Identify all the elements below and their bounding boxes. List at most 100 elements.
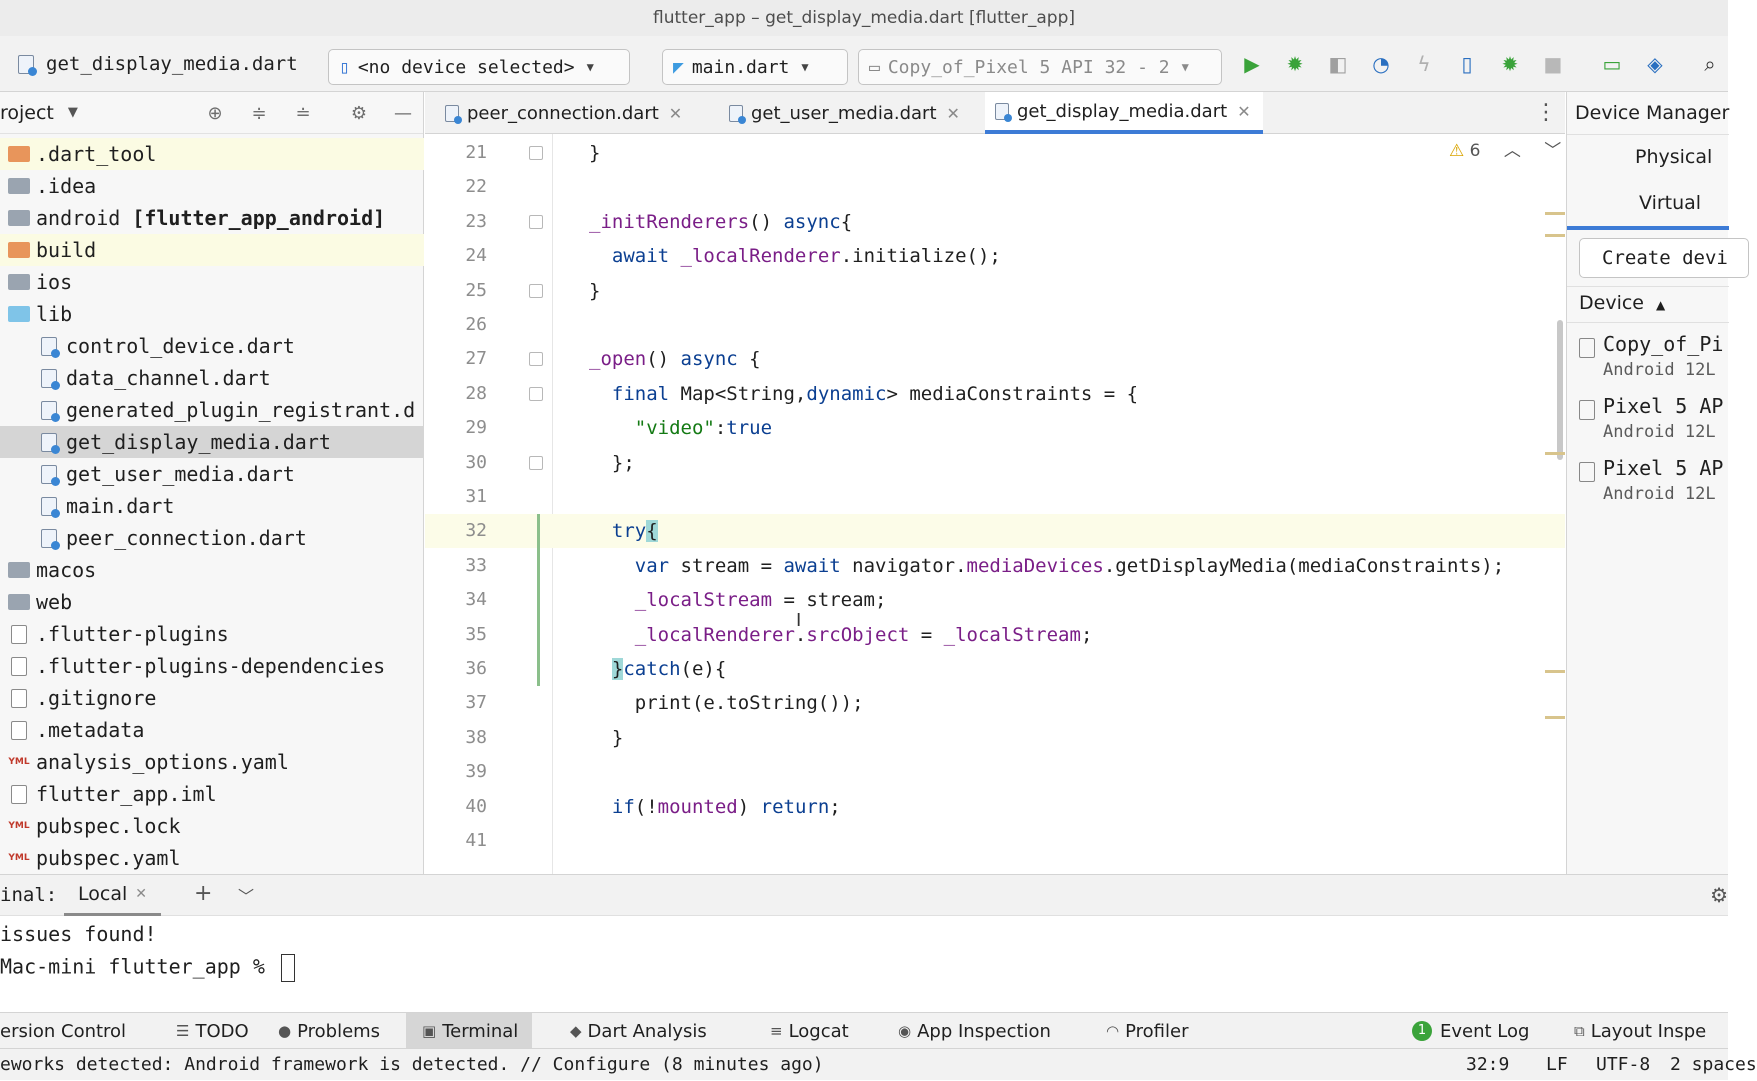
create-device-button[interactable]: Create devi — [1579, 238, 1749, 278]
tree-item[interactable]: main.dart — [0, 490, 424, 522]
tree-item[interactable]: ios — [0, 266, 424, 298]
gear-icon[interactable]: ⚙ — [1710, 883, 1728, 907]
chevron-down-icon[interactable]: ▼ — [67, 105, 78, 120]
tree-item[interactable]: .metadata — [0, 714, 424, 746]
tree-item[interactable]: build — [0, 234, 424, 266]
fold-icon[interactable] — [529, 146, 543, 160]
sdk-icon[interactable]: ◈ — [1647, 52, 1663, 76]
profile-icon[interactable]: ◔ — [1372, 52, 1390, 76]
collapse-all-icon[interactable]: ≐ — [295, 102, 311, 124]
tree-item[interactable]: peer_connection.dart — [0, 522, 424, 554]
code-editor[interactable]: ⚠ 6 ︿ ﹀ } _initRenderers() async{ await _… — [553, 134, 1565, 874]
attach-icon[interactable]: ◧ — [1328, 52, 1348, 76]
scroll-marker[interactable] — [1545, 212, 1565, 215]
code-line[interactable]: _localRenderer.srcObject = _localStream; — [634, 623, 1093, 646]
code-line[interactable]: } — [589, 142, 601, 164]
tool-layout-inspector[interactable]: ⧉Layout Inspe — [1574, 1013, 1706, 1049]
device-column-header[interactable]: Device ▲ — [1579, 292, 1665, 314]
code-line[interactable]: final Map<String,dynamic> mediaConstrain… — [611, 382, 1139, 405]
indent-setting[interactable]: 2 spaces — [1670, 1054, 1757, 1075]
close-icon[interactable]: ✕ — [668, 103, 683, 123]
tool-app-inspection[interactable]: ◉App Inspection — [898, 1013, 1051, 1049]
tree-item[interactable]: .dart_tool — [0, 138, 424, 170]
tree-item[interactable]: get_display_media.dart — [0, 426, 424, 458]
tree-item[interactable]: .gitignore — [0, 682, 424, 714]
breadcrumb[interactable]: get_display_media.dart — [18, 36, 298, 92]
close-icon[interactable]: ✕ — [135, 886, 147, 902]
apply-changes-icon[interactable]: ϟ — [1417, 52, 1431, 76]
status-message[interactable]: eworks detected: Android framework is de… — [0, 1054, 824, 1075]
code-line[interactable]: var stream = await navigator.mediaDevice… — [634, 554, 1505, 577]
code-line[interactable]: } — [589, 726, 624, 749]
tree-item[interactable]: data_channel.dart — [0, 362, 424, 394]
scroll-marker[interactable] — [1545, 716, 1565, 719]
close-icon[interactable]: ✕ — [1237, 101, 1251, 121]
code-line[interactable]: } — [589, 279, 601, 302]
more-tabs-icon[interactable]: ⋮ — [1535, 100, 1557, 125]
debug-attach-icon[interactable]: ✹ — [1501, 52, 1519, 76]
chevron-up-icon[interactable]: ︿ — [1503, 141, 1521, 161]
tool-logcat[interactable]: ≡Logcat — [770, 1013, 849, 1049]
tool-terminal[interactable]: ▣Terminal — [406, 1013, 533, 1049]
tab-virtual[interactable]: Virtual — [1639, 192, 1702, 214]
fold-icon[interactable] — [529, 283, 543, 298]
search-icon[interactable]: ⌕ — [1704, 52, 1716, 76]
tab-peer-connection[interactable]: peer_connection.dart ✕ — [435, 92, 692, 134]
cursor-position[interactable]: 32:9 — [1466, 1054, 1510, 1075]
code-line[interactable]: }catch(e){ — [611, 658, 727, 680]
tool-todo[interactable]: ☰TODO — [176, 1013, 249, 1049]
tree-item[interactable]: macos — [0, 554, 424, 586]
code-line[interactable]: _open() async { — [589, 348, 761, 371]
stop-icon[interactable]: ■ — [1543, 52, 1563, 76]
fold-icon[interactable] — [529, 455, 543, 470]
tree-item[interactable]: lib — [0, 298, 424, 330]
code-line[interactable]: try{ — [611, 520, 658, 543]
scroll-marker[interactable] — [1545, 670, 1565, 673]
tool-profiler[interactable]: ◠Profiler — [1106, 1013, 1188, 1049]
expand-all-icon[interactable]: ≑ — [251, 102, 267, 124]
tree-item[interactable]: .flutter-plugins — [0, 618, 424, 650]
line-separator[interactable]: LF — [1546, 1054, 1568, 1075]
tool-event-log[interactable]: 1 Event Log — [1412, 1013, 1529, 1049]
code-line[interactable]: await _localRenderer.initialize(); — [611, 245, 1001, 268]
run-config-selector[interactable]: ◤ main.dart ▼ — [662, 49, 848, 85]
scrollbar-thumb[interactable] — [1557, 320, 1563, 460]
chevron-down-icon[interactable]: ﹀ — [238, 887, 255, 906]
tool-problems[interactable]: ●Problems — [278, 1013, 380, 1049]
terminal-prompt[interactable]: Mac-mini flutter_app % — [0, 954, 295, 982]
tool-dart-analysis[interactable]: ◆Dart Analysis — [570, 1013, 707, 1049]
tree-item[interactable]: control_device.dart — [0, 330, 424, 362]
run-icon[interactable]: ▶ — [1244, 52, 1260, 76]
add-terminal-icon[interactable]: + — [194, 881, 213, 906]
tree-item[interactable]: android[flutter_app_android] — [0, 202, 424, 234]
device-manager-icon[interactable]: ▭ — [1602, 52, 1622, 76]
scroll-marker[interactable] — [1545, 234, 1565, 237]
project-title[interactable]: roject — [0, 101, 54, 124]
code-line[interactable]: _localStream = stream; — [634, 589, 887, 612]
inspection-widget[interactable]: ⚠ 6 ︿ ﹀ — [1449, 136, 1561, 161]
tab-physical[interactable]: Physical — [1635, 146, 1713, 168]
tree-item[interactable]: get_user_media.dart — [0, 458, 424, 490]
editor-scrollbar[interactable] — [1545, 134, 1565, 874]
code-line[interactable]: _initRenderers() async{ — [589, 210, 853, 233]
terminal-tab-local[interactable]: Local ✕ — [64, 875, 161, 917]
emulator-selector[interactable]: ▭ Copy_of_Pixel 5 API 32 - 2 ▼ — [858, 49, 1222, 85]
minimize-icon[interactable]: — — [394, 102, 412, 124]
gear-icon[interactable]: ⚙ — [350, 102, 368, 124]
terminal-output[interactable]: issues found! Mac-mini flutter_app % — [0, 916, 1728, 1012]
tab-get-display-media[interactable]: get_display_media.dart ✕ — [985, 92, 1263, 134]
device-selector[interactable]: ▯ <no device selected> ▼ — [328, 49, 630, 85]
fold-icon[interactable] — [529, 352, 543, 367]
tree-item[interactable]: .idea — [0, 170, 424, 202]
tree-item[interactable]: flutter_app.iml — [0, 778, 424, 810]
close-icon[interactable]: ✕ — [946, 103, 960, 123]
tree-item[interactable]: generated_plugin_registrant.d — [0, 394, 424, 426]
locate-icon[interactable]: ⊕ — [207, 102, 223, 124]
tree-item[interactable]: web — [0, 586, 424, 618]
